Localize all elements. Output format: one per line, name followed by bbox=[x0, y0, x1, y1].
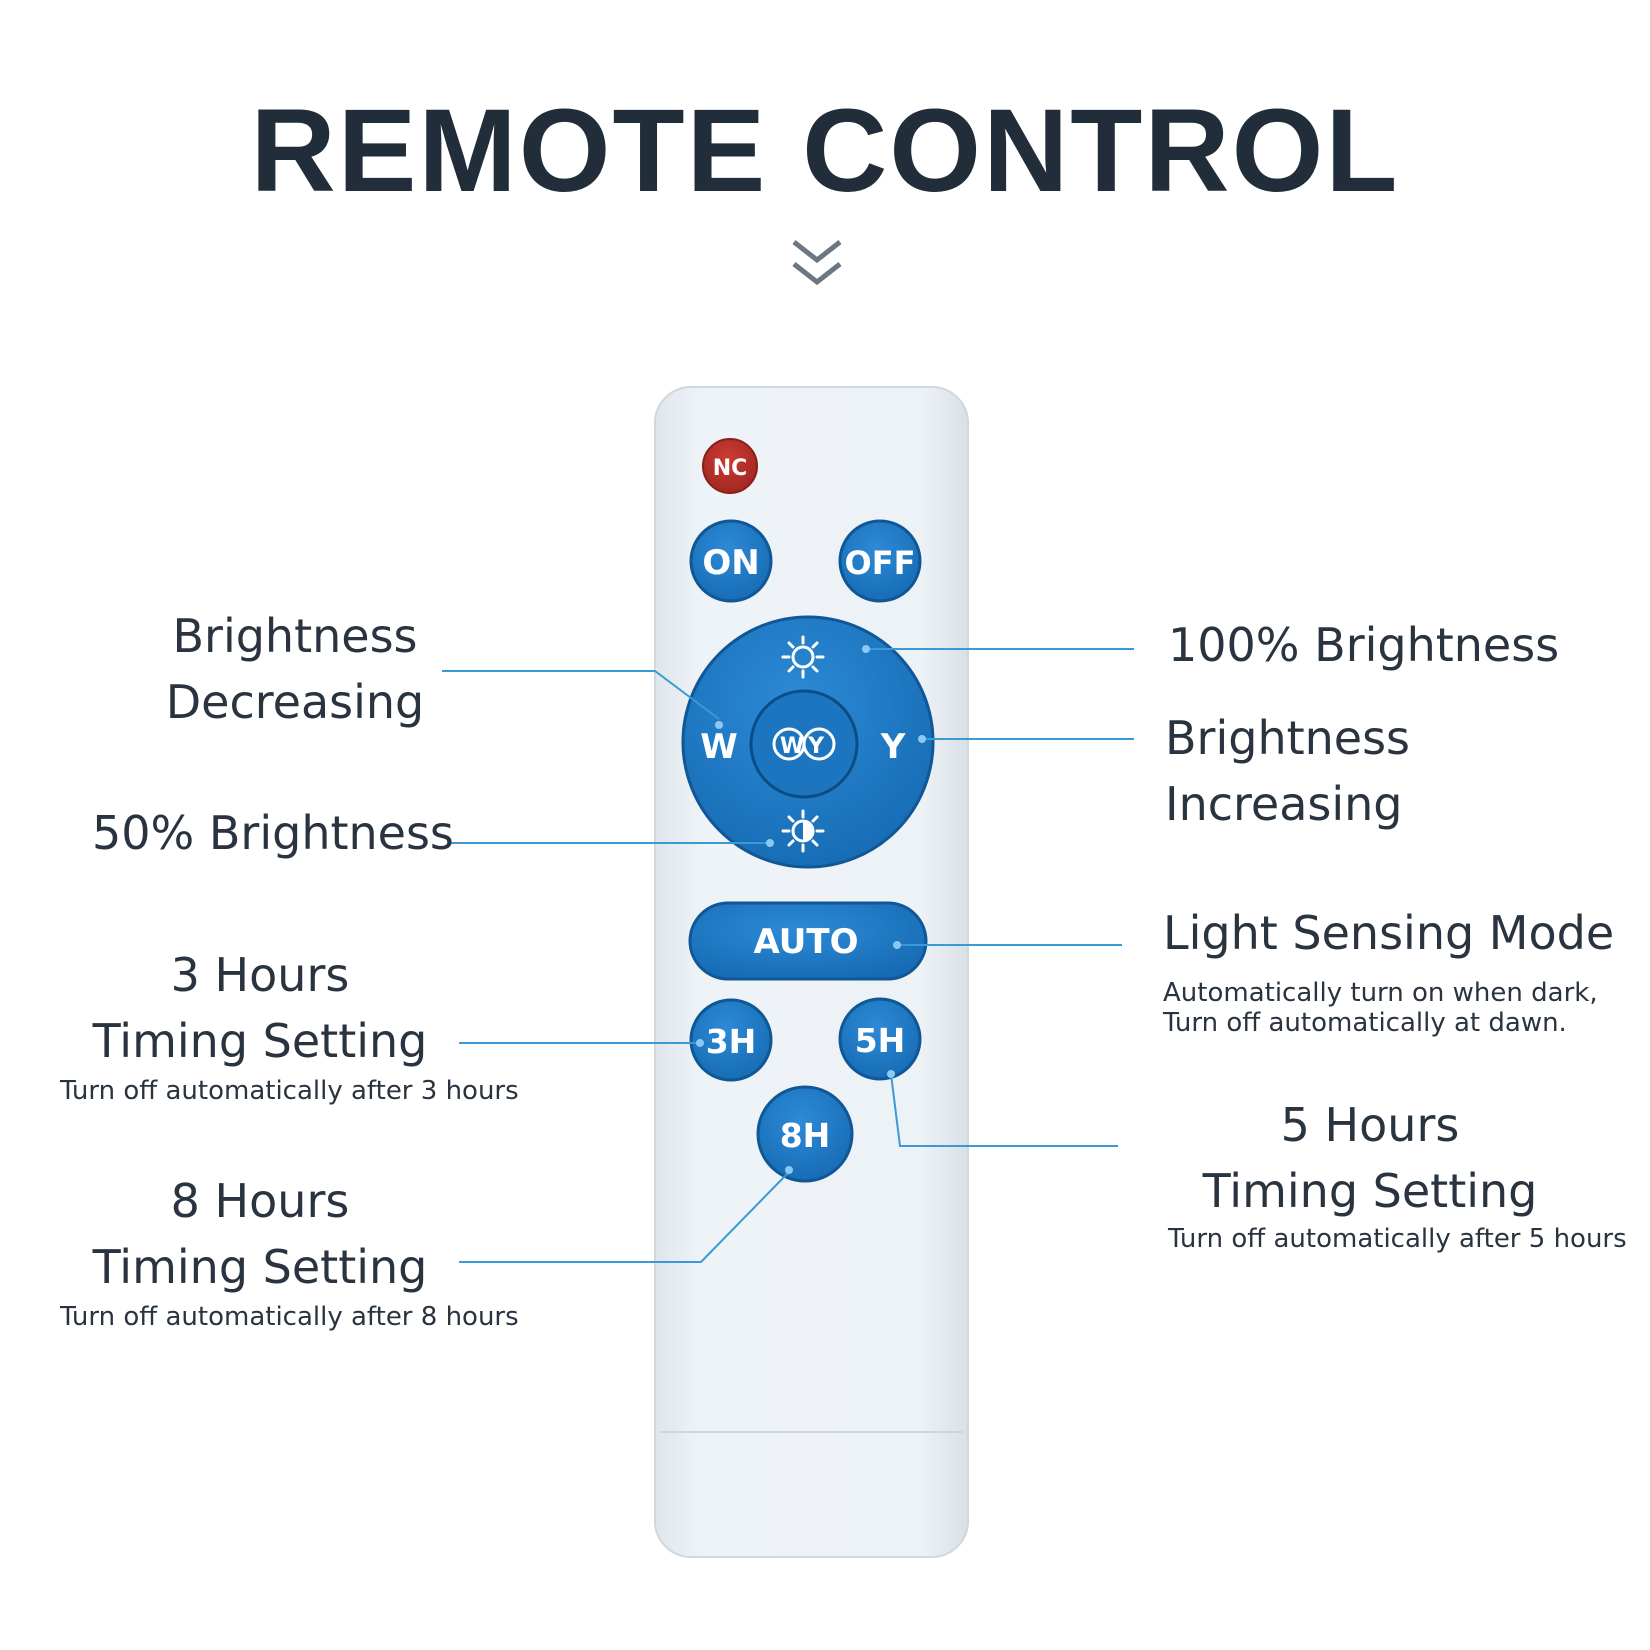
label-3h-line1: 3 Hours bbox=[170, 948, 350, 1002]
label-light-sensing: Light Sensing Mode bbox=[1163, 906, 1615, 960]
label-light-sensing-note-line1: Automatically turn on when dark, bbox=[1163, 978, 1598, 1008]
label-5h-title: 5 Hours Timing Setting bbox=[1190, 1092, 1550, 1224]
label-5h-line1: 5 Hours bbox=[1280, 1098, 1460, 1152]
page-title: REMOTE CONTROL bbox=[250, 85, 1400, 217]
label-8h-line1: 8 Hours bbox=[170, 1174, 350, 1228]
label-8h-line2: Timing Setting bbox=[92, 1240, 428, 1294]
on-button-label: ON bbox=[702, 543, 759, 583]
label-brightness-increasing-line1: Brightness bbox=[1165, 711, 1411, 765]
timer-5h-label: 5H bbox=[855, 1021, 906, 1060]
timer-3h-button[interactable] bbox=[689, 998, 773, 1082]
label-3h-line2: Timing Setting bbox=[92, 1014, 428, 1068]
label-8h-note: Turn off automatically after 8 hours bbox=[60, 1302, 519, 1332]
on-button[interactable] bbox=[689, 519, 773, 603]
callout-8h bbox=[459, 1171, 790, 1263]
timer-8h-label: 8H bbox=[780, 1116, 831, 1155]
auto-button[interactable] bbox=[688, 901, 928, 981]
label-5h-note: Turn off automatically after 5 hours bbox=[1168, 1224, 1627, 1254]
sun-half-icon[interactable] bbox=[781, 809, 825, 853]
sun-full-icon[interactable] bbox=[781, 635, 825, 679]
label-8h-title: 8 Hours Timing Setting bbox=[90, 1168, 430, 1300]
nc-button-label: NC bbox=[713, 456, 748, 481]
label-brightness-increasing: Brightness Increasing bbox=[1165, 705, 1410, 837]
nc-button[interactable] bbox=[702, 438, 758, 494]
timer-8h-button[interactable] bbox=[756, 1085, 854, 1183]
label-5h-line2: Timing Setting bbox=[1202, 1164, 1538, 1218]
label-brightness-decreasing: Brightness Decreasing bbox=[160, 603, 430, 735]
label-brightness-increasing-line2: Increasing bbox=[1165, 777, 1403, 831]
timer-3h-label: 3H bbox=[706, 1022, 757, 1061]
label-3h-note: Turn off automatically after 3 hours bbox=[60, 1076, 519, 1106]
auto-button-label: AUTO bbox=[754, 922, 859, 962]
callout-5h bbox=[890, 1073, 1118, 1147]
label-3h-title: 3 Hours Timing Setting bbox=[90, 942, 430, 1074]
y-button[interactable]: Y bbox=[880, 727, 906, 767]
timer-5h-button[interactable] bbox=[838, 997, 922, 1081]
off-button-label: OFF bbox=[845, 544, 916, 582]
label-light-sensing-note: Automatically turn on when dark, Turn of… bbox=[1163, 978, 1598, 1038]
wy-icon-y bbox=[802, 727, 836, 761]
chevron-double-down-icon bbox=[792, 240, 842, 286]
label-brightness-decreasing-line1: Brightness bbox=[172, 609, 418, 663]
label-brightness-decreasing-line2: Decreasing bbox=[165, 675, 425, 729]
label-light-sensing-note-line2: Turn off automatically at dawn. bbox=[1163, 1008, 1567, 1038]
w-button[interactable]: W bbox=[700, 727, 738, 767]
off-button[interactable] bbox=[838, 519, 922, 603]
label-brightness-50: 50% Brightness bbox=[92, 806, 454, 860]
wy-button-label: WY bbox=[780, 734, 828, 759]
callout-brightness-decreasing bbox=[442, 670, 720, 720]
label-brightness-100: 100% Brightness bbox=[1168, 618, 1560, 672]
